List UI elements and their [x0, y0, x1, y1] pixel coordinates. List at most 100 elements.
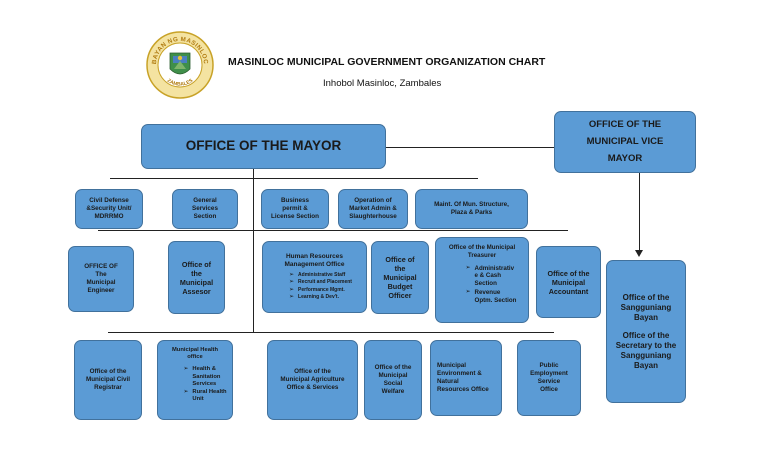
health-item1-a: Health & [192, 366, 216, 373]
general-services-l2: Services [192, 205, 218, 213]
accountant-l3: Accountant [548, 286, 589, 296]
market-admin-l3: Slaughterhouse [349, 212, 397, 220]
hrmo-l1: Human Resources [285, 252, 344, 260]
sangguniang-b3: Sangguniang [620, 350, 672, 360]
menro-l3: Natural [437, 378, 459, 385]
sangguniang-b2: Secretary to the [615, 340, 677, 350]
sangguniang-b1: Office of the [622, 330, 670, 340]
sangguniang-a3: Bayan [633, 312, 658, 322]
treasurer-item1-b: e & Cash [474, 272, 501, 280]
sangguniang-bayan-box: Office of the Sangguniang Bayan Office o… [606, 260, 686, 403]
vice-mayor-line1: OFFICE OF THE [588, 119, 662, 131]
social-welfare-box: Office of the Municipal Social Welfare [364, 340, 422, 420]
budget-l2: the [394, 264, 406, 273]
treasurer-l1: Office of the Municipal [448, 244, 516, 251]
budget-l1: Office of [385, 255, 415, 264]
sangguniang-b4: Bayan [633, 360, 658, 370]
general-services-l3: Section [193, 212, 217, 220]
municipal-seal: BAYAN NG MASINLOC ZAMBALES [146, 31, 214, 99]
assessor-l3: Municipal [179, 277, 214, 287]
list-item: Administrative Staff [289, 272, 352, 280]
chart-subtitle: Inhobol Masinloc, Zambales [323, 78, 442, 89]
budget-l5: Officer [388, 291, 412, 300]
peso-l4: Office [540, 385, 558, 393]
municipal-accountant-box: Office of the Municipal Accountant [536, 246, 601, 318]
office-of-the-mayor: OFFICE OF THE MAYOR [141, 124, 386, 169]
health-list: Health & Sanitation Services Rural Healt… [183, 365, 226, 404]
list-item: Revenue Optm. Section [466, 289, 517, 305]
maintenance-box: Maint. Of Mun. Structure, Plaza & Parks [415, 189, 528, 229]
chart-title: MASINLOC MUNICIPAL GOVERNMENT ORGANIZATI… [228, 56, 546, 68]
civil-defense-box: Civil Defense &Security Unit/ MDRRMO [75, 189, 143, 229]
municipal-agriculture-box: Office of the Municipal Agriculture Offi… [267, 340, 358, 420]
civil-defense-l2: &Security Unit/ [86, 205, 132, 213]
business-permit-l3: License Section [271, 212, 319, 220]
general-services-box: General Services Section [172, 189, 238, 229]
market-admin-l1: Operation of [354, 197, 392, 205]
civil-registrar-box: Office of the Municipal Civil Registrar [74, 340, 142, 420]
treasurer-item2-b: Optm. Section [474, 296, 517, 304]
social-welfare-l1: Office of the [374, 364, 412, 372]
business-permit-box: Business permit & License Section [261, 189, 329, 229]
office-of-vice-mayor: OFFICE OF THE MUNICIPAL VICE MAYOR [554, 111, 696, 173]
budget-l4: Budget [387, 282, 413, 291]
list-item: Learning & Dev't. [289, 294, 352, 302]
health-item2-a: Rural Health [192, 389, 227, 396]
row1-bus-line [110, 178, 478, 179]
mayor-to-vice-line [386, 147, 554, 148]
maintenance-l1: Maint. Of Mun. Structure, [434, 201, 509, 209]
list-item: Performance Mgmt. [289, 287, 352, 295]
menro-l2: Environment & [437, 370, 482, 378]
peso-l3: Service [537, 378, 561, 385]
list-item: Recruit and Placement [289, 279, 352, 287]
social-welfare-l4: Welfare [381, 387, 405, 395]
row3-bus-line [108, 332, 554, 333]
civil-defense-l1: Civil Defense [89, 197, 129, 205]
treasurer-item1-c: Section [474, 280, 497, 287]
health-item1-c: Services [192, 380, 217, 387]
list-item: Rural Health Unit [183, 389, 226, 403]
list-item: Administrativ e & Cash Section [466, 265, 517, 288]
assessor-l1: Office of [181, 259, 212, 269]
budget-l3: Municipal [383, 273, 417, 282]
municipal-engineer-box: OFFICE OF The Municipal Engineer [68, 246, 134, 312]
sangguniang-a1: Office of the [622, 292, 670, 302]
arrow-head-icon [635, 250, 643, 257]
accountant-l1: Office of the [547, 268, 590, 278]
civil-registrar-l1: Office of the [89, 368, 127, 376]
menro-l4: Resources Office [437, 385, 489, 393]
peso-box: Public Employment Service Office [517, 340, 581, 416]
market-admin-l2: Market Admin & [349, 205, 397, 213]
accountant-l2: Municipal [551, 277, 586, 287]
assessor-l4: Assesor [182, 286, 211, 296]
municipal-assessor-box: Office of the Municipal Assesor [168, 241, 225, 314]
health-l2: office [187, 354, 203, 361]
business-permit-l2: permit & [282, 205, 308, 213]
civil-defense-l3: MDRRMO [94, 212, 124, 220]
peso-l2: Employment [530, 370, 568, 378]
health-item1-b: Sanitation [192, 373, 221, 380]
hrmo-box: Human Resources Management Office Admini… [262, 241, 367, 313]
budget-officer-box: Office of the Municipal Budget Officer [371, 241, 429, 314]
mayor-trunk-line [253, 169, 254, 332]
social-welfare-l3: Social [383, 380, 403, 387]
agriculture-l2: Municipal Agriculture [280, 376, 345, 384]
row2-bus-line [98, 230, 568, 231]
market-admin-box: Operation of Market Admin & Slaughterhou… [338, 189, 408, 229]
business-permit-l1: Business [281, 197, 309, 205]
agriculture-l1: Office of the [294, 368, 331, 376]
civil-registrar-l3: Registrar [94, 383, 122, 391]
assessor-l2: the [191, 268, 202, 278]
svg-text:ZAMBALES: ZAMBALES [166, 77, 195, 87]
treasurer-list: Administrativ e & Cash Section Revenue O… [466, 264, 517, 306]
social-welfare-l2: Municipal [378, 372, 408, 380]
treasurer-box: Office of the Municipal Treasurer Admini… [435, 237, 529, 323]
mayor-label: OFFICE OF THE MAYOR [185, 138, 342, 154]
health-item2-b: Unit [192, 396, 204, 403]
civil-registrar-l2: Municipal Civil [85, 376, 131, 384]
vice-to-sangguniang-line [639, 173, 640, 252]
agriculture-l3: Office & Services [286, 383, 339, 391]
municipal-health-box: Municipal Health office Health & Sanitat… [157, 340, 233, 420]
menro-l1: Municipal [437, 362, 467, 370]
vice-mayor-line3: MAYOR [607, 152, 643, 164]
